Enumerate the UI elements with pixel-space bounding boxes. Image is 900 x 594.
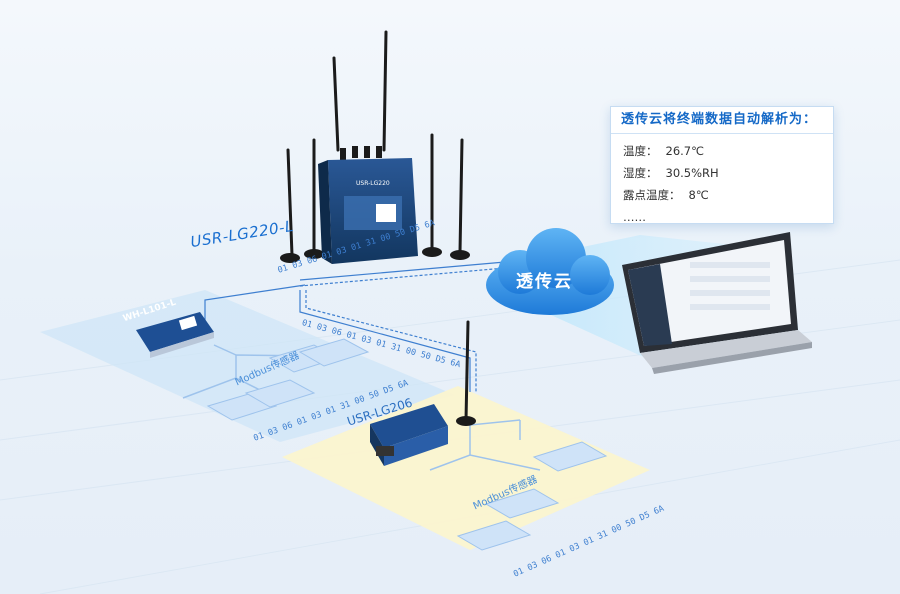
- parsed-row-humidity: 湿度： 30.5%RH: [611, 162, 833, 184]
- parsed-row-temperature: 温度： 26.7℃: [611, 140, 833, 162]
- lora-module: [136, 312, 214, 358]
- sensors-1: [206, 338, 370, 421]
- row-label: 温度：: [623, 144, 658, 158]
- laptop: [622, 232, 812, 374]
- row-value: 30.5%RH: [665, 166, 719, 180]
- lg206-device: [370, 320, 476, 466]
- cloud-label: 透传云: [516, 272, 573, 292]
- gateway-panel-text: USR-LG220: [356, 180, 390, 187]
- row-value: 26.7℃: [665, 144, 705, 158]
- parsed-row-more: ……: [611, 206, 833, 228]
- link-gw-cloud: [299, 261, 506, 281]
- parsed-data-title: 透传云将终端数据自动解析为：: [611, 107, 833, 134]
- row-value: 8℃: [688, 188, 709, 202]
- gateway-lg220: [280, 30, 470, 264]
- row-label: 湿度：: [623, 166, 658, 180]
- cloud-icon: [486, 228, 614, 315]
- sensors-2: [456, 441, 608, 551]
- row-label: ……: [623, 210, 646, 224]
- parsed-data-card: 透传云将终端数据自动解析为： 温度： 26.7℃ 湿度： 30.5%RH 露点温度：…: [610, 106, 834, 224]
- parsed-row-dewpoint: 露点温度： 8℃: [611, 184, 833, 206]
- link-gw-lg206: [299, 290, 471, 392]
- row-label: 露点温度：: [623, 188, 681, 202]
